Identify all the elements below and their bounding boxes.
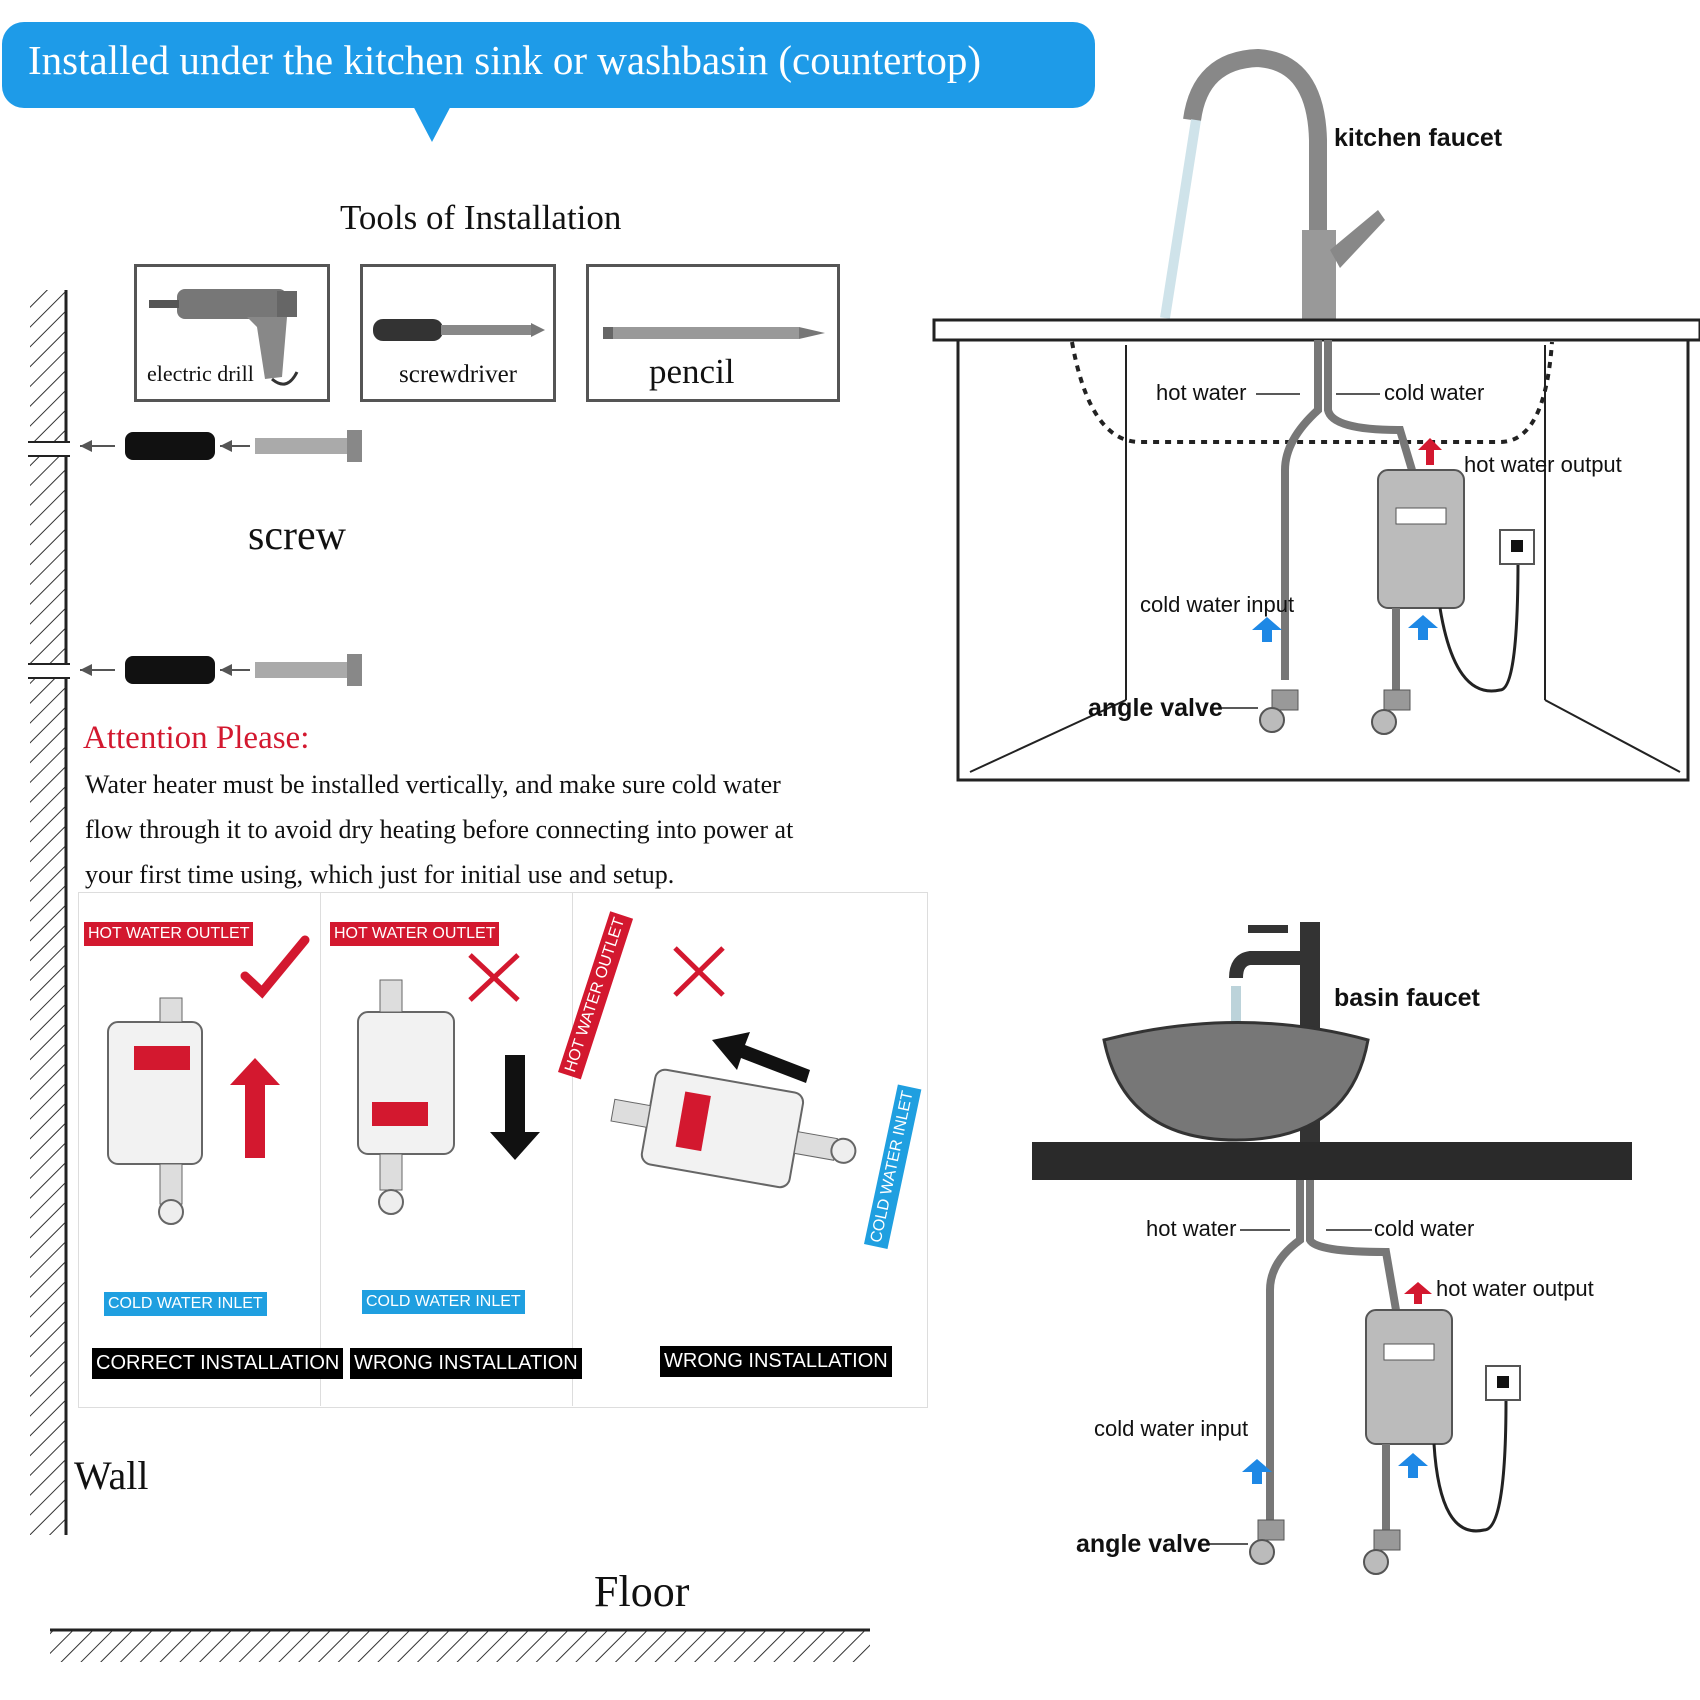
floor-label: Floor bbox=[594, 1567, 690, 1616]
arrow-cold-in-icon bbox=[1398, 1453, 1428, 1478]
screw-anchor-top bbox=[80, 430, 362, 462]
tag-hot-outlet: HOT WATER OUTLET bbox=[330, 922, 500, 946]
hose-hot bbox=[1266, 1180, 1304, 1520]
orientation-panels bbox=[78, 892, 928, 1408]
arrow-down-icon bbox=[490, 1055, 540, 1160]
heater-vertical-correct bbox=[107, 997, 203, 1225]
hose-cold bbox=[1306, 1180, 1400, 1311]
tag-hot-outlet: HOT WATER OUTLET bbox=[84, 922, 254, 946]
screw-anchor-bottom bbox=[80, 654, 362, 686]
wall-label: Wall bbox=[74, 1453, 149, 1498]
drill-icon bbox=[149, 289, 299, 386]
arrow-cold-in-icon bbox=[1252, 617, 1282, 642]
kitchen-hot-output-label: hot water output bbox=[1464, 452, 1622, 477]
title-banner bbox=[2, 22, 1095, 108]
basin-hot-output-label: hot water output bbox=[1436, 1276, 1594, 1301]
attention-line: flow through it to avoid dry heating bef… bbox=[85, 815, 794, 844]
tag-cold-inlet: COLD WATER INLET bbox=[104, 1292, 267, 1316]
basin-cold-water-label: cold water bbox=[1374, 1216, 1475, 1241]
kitchen-angle-valve-label: angle valve bbox=[1088, 694, 1223, 722]
pencil-icon bbox=[603, 327, 825, 339]
arrow-cold-in-icon bbox=[1408, 615, 1438, 640]
arrow-left-icon bbox=[712, 1032, 810, 1083]
angle-valve-icon bbox=[1249, 1519, 1285, 1565]
hose-hot bbox=[1281, 340, 1322, 680]
kitchen-faucet-label: kitchen faucet bbox=[1334, 124, 1503, 152]
tools-heading: Tools of Installation bbox=[340, 198, 622, 237]
tool-pencil-box: pencil bbox=[586, 264, 840, 402]
basin-faucet-label: basin faucet bbox=[1334, 984, 1480, 1012]
attention-line: Water heater must be installed verticall… bbox=[85, 770, 781, 799]
wall-hatch bbox=[30, 290, 66, 1535]
tool-drill-box: electric drill bbox=[134, 264, 330, 402]
tool-screwdriver-box: screwdriver bbox=[360, 264, 556, 402]
screwdriver-icon bbox=[373, 319, 545, 341]
basin-hot-water-label: hot water bbox=[1146, 1216, 1237, 1241]
tool-screwdriver-label: screwdriver bbox=[399, 361, 517, 388]
angle-valve-icon bbox=[1371, 689, 1411, 735]
kitchen-hot-water-label: hot water bbox=[1156, 380, 1247, 405]
power-socket bbox=[1499, 529, 1535, 565]
attention-title: Attention Please: bbox=[83, 720, 310, 756]
banner-pointer bbox=[410, 100, 454, 142]
kitchen-cold-water-label: cold water bbox=[1384, 380, 1485, 405]
attention-body: Water heater must be installed verticall… bbox=[85, 762, 905, 897]
basin-bowl bbox=[1102, 1021, 1370, 1142]
basin-angle-valve-label: angle valve bbox=[1076, 1530, 1211, 1558]
tag-cold-inlet: COLD WATER INLET bbox=[362, 1290, 525, 1314]
angle-valve-icon bbox=[1363, 1529, 1401, 1575]
arrow-hot-output-icon bbox=[1418, 438, 1442, 465]
hose-cold bbox=[1324, 340, 1416, 472]
tool-drill-label: electric drill bbox=[147, 361, 254, 386]
panel-divider bbox=[572, 892, 573, 1406]
tool-pencil-label: pencil bbox=[649, 352, 735, 391]
arrow-up-icon bbox=[230, 1058, 280, 1158]
banner-title: Installed under the kitchen sink or wash… bbox=[28, 37, 981, 83]
floor-hatch bbox=[50, 1630, 870, 1662]
heater-unit bbox=[1377, 469, 1465, 609]
check-icon bbox=[240, 935, 310, 999]
kitchen-cold-input-label: cold water input bbox=[1140, 592, 1295, 617]
attention-line: your first time using, which just for in… bbox=[85, 860, 675, 889]
basin-cold-input-label: cold water input bbox=[1094, 1416, 1249, 1441]
screw-label: screw bbox=[248, 513, 346, 559]
panel-divider bbox=[320, 892, 321, 1406]
heater-inverted-wrong bbox=[357, 979, 455, 1215]
heater-unit bbox=[1365, 1309, 1453, 1445]
verdict-correct: CORRECT INSTALLATION bbox=[92, 1348, 344, 1379]
verdict-wrong: WRONG INSTALLATION bbox=[660, 1346, 892, 1377]
cross-icon bbox=[673, 946, 725, 997]
cross-icon bbox=[468, 953, 520, 1002]
basin-countertop bbox=[1032, 1142, 1632, 1180]
angle-valve-icon bbox=[1259, 689, 1299, 733]
arrow-hot-output-icon bbox=[1404, 1282, 1432, 1304]
faucet-kitchen-icon bbox=[1160, 48, 1385, 320]
heater-horizontal-wrong bbox=[610, 1068, 857, 1189]
verdict-wrong: WRONG INSTALLATION bbox=[350, 1348, 582, 1379]
cabinet-frame bbox=[956, 338, 1690, 782]
arrow-cold-in-icon bbox=[1242, 1459, 1272, 1484]
